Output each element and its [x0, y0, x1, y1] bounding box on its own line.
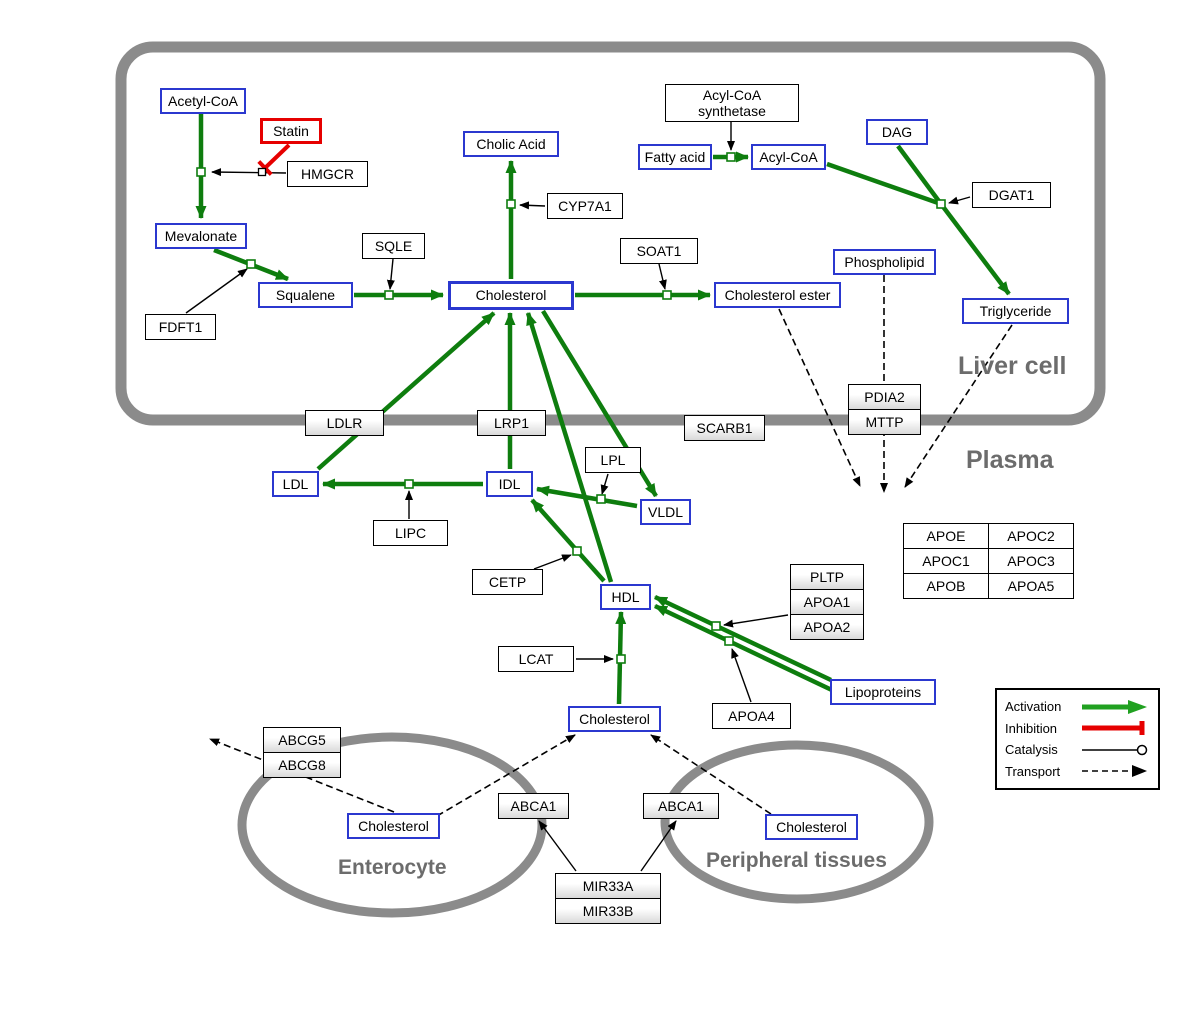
node-acyl-coa-synthetase[interactable]: Acyl-CoA synthetase — [665, 84, 799, 122]
node-soat1[interactable]: SOAT1 — [620, 238, 698, 264]
node-triglyceride[interactable]: Triglyceride — [962, 298, 1069, 324]
node-cyp7a1[interactable]: CYP7A1 — [547, 193, 623, 219]
node-abca1-left[interactable]: ABCA1 — [498, 793, 569, 819]
node-pdia2[interactable]: PDIA2 — [848, 385, 921, 410]
node-mevalonate[interactable]: Mevalonate — [155, 223, 247, 249]
inhibition-tbar-glyph — [1082, 721, 1145, 736]
activation-edges — [195, 114, 1011, 705]
legend: Activation Inhibition Catalysis Transpor… — [995, 688, 1160, 790]
legend-catalysis-label: Catalysis — [1005, 742, 1058, 758]
mir33-table: MIR33A MIR33B — [555, 873, 661, 924]
node-hmgcr[interactable]: HMGCR — [287, 161, 368, 187]
node-ldl[interactable]: LDL — [272, 471, 319, 497]
node-abca1-right[interactable]: ABCA1 — [643, 793, 719, 819]
node-apoc2[interactable]: APOC2 — [989, 524, 1074, 549]
node-idl[interactable]: IDL — [486, 471, 533, 497]
node-dag[interactable]: DAG — [866, 119, 928, 145]
node-dgat1[interactable]: DGAT1 — [972, 182, 1051, 208]
legend-row-catalysis: Catalysis — [1005, 739, 1150, 761]
pltp-apoa-table: PLTP APOA1 APOA2 — [790, 564, 864, 640]
node-lrp1[interactable]: LRP1 — [477, 410, 546, 436]
peripheral-tissues-label: Peripheral tissues — [706, 849, 887, 872]
node-abcg8[interactable]: ABCG8 — [263, 753, 341, 778]
catalysis-edges — [185, 122, 971, 872]
legend-activation-label: Activation — [1005, 699, 1062, 715]
node-mir33b[interactable]: MIR33B — [555, 899, 661, 924]
reaction-anchors — [196, 152, 946, 664]
node-scarb1[interactable]: SCARB1 — [684, 415, 765, 441]
node-mttp[interactable]: MTTP — [848, 410, 921, 435]
node-fatty-acid[interactable]: Fatty acid — [638, 144, 712, 170]
node-apoa4[interactable]: APOA4 — [712, 703, 791, 729]
apolipoprotein-table: APOE APOC2 APOC1 APOC3 APOB APOA5 — [903, 523, 1074, 599]
node-cholesterol-liver[interactable]: Cholesterol — [448, 281, 574, 310]
plasma-label: Plasma — [966, 446, 1054, 474]
abcg-table: ABCG5 ABCG8 — [263, 727, 341, 778]
node-lipoproteins[interactable]: Lipoproteins — [830, 679, 936, 705]
legend-row-inhibition: Inhibition — [1005, 718, 1150, 740]
node-pltp[interactable]: PLTP — [790, 565, 864, 590]
node-apoe[interactable]: APOE — [904, 524, 989, 549]
legend-row-activation: Activation — [1005, 696, 1150, 718]
node-lcat[interactable]: LCAT — [498, 646, 574, 672]
node-squalene[interactable]: Squalene — [258, 282, 353, 308]
node-apoa2[interactable]: APOA2 — [790, 615, 864, 640]
node-statin[interactable]: Statin — [260, 118, 322, 144]
catalysis-circle-glyph — [1082, 744, 1148, 755]
node-lipc[interactable]: LIPC — [373, 520, 448, 546]
transport-edges — [209, 275, 1013, 817]
pdia2-mttp-table: PDIA2 MTTP — [848, 384, 921, 435]
node-lpl[interactable]: LPL — [585, 447, 641, 473]
node-phospholipid[interactable]: Phospholipid — [833, 249, 936, 275]
enterocyte-label: Enterocyte — [338, 856, 447, 879]
node-cholic-acid[interactable]: Cholic Acid — [463, 131, 559, 157]
node-fdft1[interactable]: FDFT1 — [145, 314, 216, 340]
node-apob[interactable]: APOB — [904, 574, 989, 599]
node-acetyl-coa[interactable]: Acetyl-CoA — [160, 88, 246, 114]
node-cholesterol-peripheral[interactable]: Cholesterol — [765, 814, 858, 840]
node-hdl[interactable]: HDL — [600, 584, 651, 610]
node-apoc1[interactable]: APOC1 — [904, 549, 989, 574]
node-acyl-coa[interactable]: Acyl-CoA — [751, 144, 826, 170]
node-apoc3[interactable]: APOC3 — [989, 549, 1074, 574]
node-ldlr[interactable]: LDLR — [305, 410, 384, 436]
node-cetp[interactable]: CETP — [472, 569, 543, 595]
liver-cell-label: Liver cell — [958, 352, 1067, 380]
liver-cell-membrane — [115, 41, 1106, 426]
node-abcg5[interactable]: ABCG5 — [263, 728, 341, 753]
node-cholesterol-enterocyte[interactable]: Cholesterol — [347, 813, 440, 839]
inhibition-anchor — [257, 167, 267, 177]
legend-transport-label: Transport — [1005, 763, 1061, 779]
node-sqle[interactable]: SQLE — [362, 233, 425, 259]
legend-row-transport: Transport — [1005, 761, 1150, 783]
node-vldl[interactable]: VLDL — [640, 499, 691, 525]
node-cholesterol-plasma[interactable]: Cholesterol — [568, 706, 661, 732]
node-apoa5[interactable]: APOA5 — [989, 574, 1074, 599]
node-apoa1[interactable]: APOA1 — [790, 590, 864, 615]
node-cholesterol-ester[interactable]: Cholesterol ester — [714, 282, 841, 308]
node-mir33a[interactable]: MIR33A — [555, 874, 661, 899]
legend-inhibition-label: Inhibition — [1005, 720, 1058, 736]
peripheral-tissues-membrane — [660, 740, 934, 904]
transport-dashed-arrow-glyph — [1082, 765, 1147, 778]
activation-arrow-glyph — [1082, 699, 1147, 714]
membranes — [115, 41, 1106, 918]
